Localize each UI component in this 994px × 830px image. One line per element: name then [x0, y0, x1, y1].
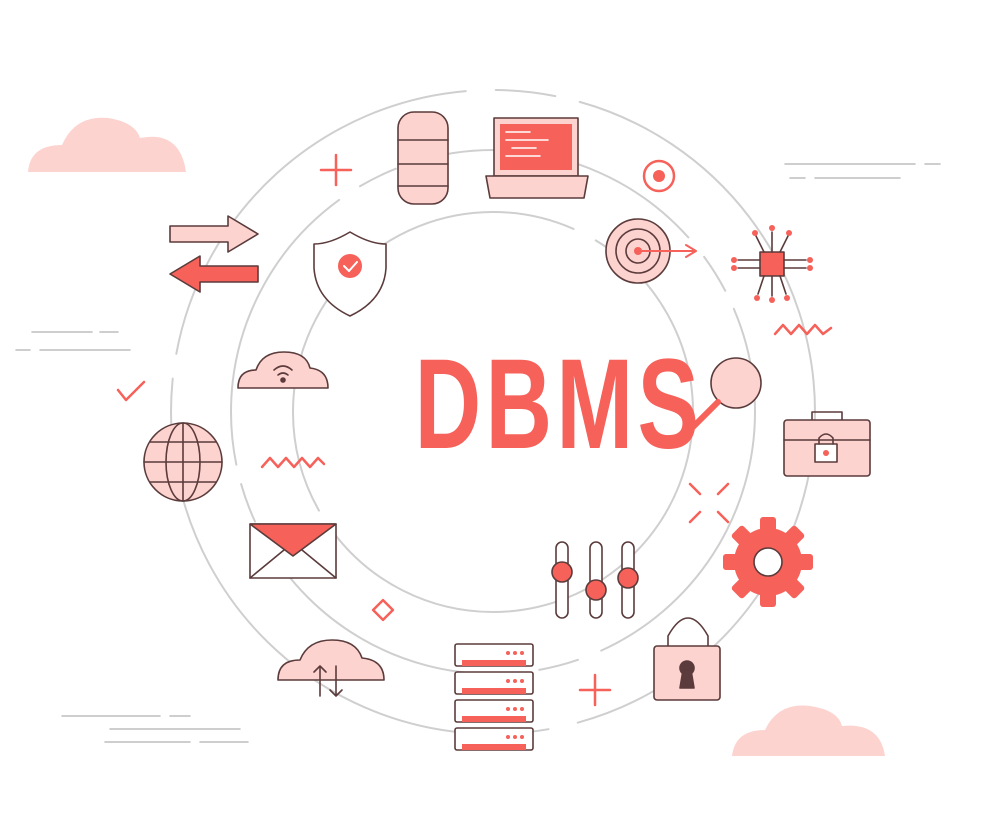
- inner-ring: [292, 211, 694, 613]
- cloud-decoration-right: [732, 705, 885, 756]
- transfer-arrows-icon: [169, 215, 259, 293]
- database-icon: [397, 111, 449, 205]
- circuit-chip-icon: [731, 225, 813, 303]
- globe-icon: [143, 422, 223, 502]
- diamond-mark: [371, 598, 395, 622]
- shield-check-icon: [313, 231, 387, 317]
- dash-lines: [15, 163, 941, 743]
- padlock-icon: [653, 617, 721, 701]
- sparkle-mark: [688, 482, 730, 524]
- accent-marks: [116, 153, 833, 707]
- plus-mark: [578, 673, 612, 707]
- cloud-wifi-icon: [237, 351, 329, 389]
- gear-icon: [723, 517, 813, 607]
- zigzag-mark: [773, 323, 833, 336]
- plus-mark: [319, 153, 353, 187]
- laptop-icon: [485, 117, 589, 199]
- magnifier-icon: [677, 357, 762, 443]
- bullseye-icon: [642, 159, 676, 193]
- cloud-decoration-left: [28, 117, 186, 172]
- target-icon: [605, 218, 697, 284]
- zigzag-mark: [260, 456, 326, 469]
- check-mark: [116, 380, 146, 402]
- briefcase-lock-icon: [783, 411, 871, 477]
- mail-icon: [249, 523, 337, 579]
- cloud-sync-icon: [277, 639, 385, 697]
- dbms-title: DBMS: [414, 333, 704, 476]
- sliders-icon: [551, 541, 639, 619]
- server-icon: [454, 643, 534, 751]
